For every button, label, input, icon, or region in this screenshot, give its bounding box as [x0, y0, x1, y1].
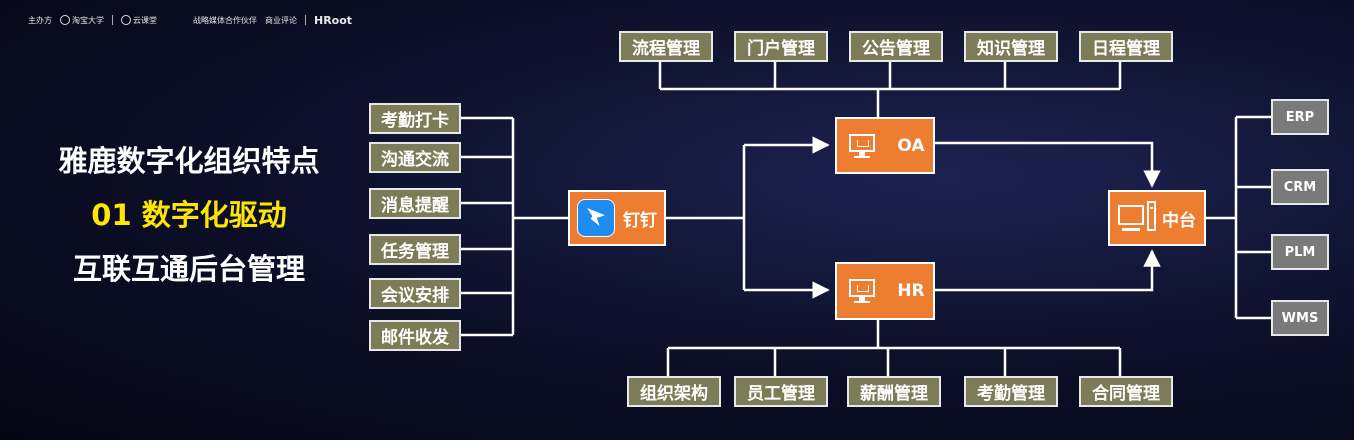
node-crm: CRM — [1271, 169, 1329, 205]
node-dingtalk: 钉钉 — [568, 190, 666, 246]
host-logo-cloud-classroom: 云课堂 — [121, 15, 157, 26]
arrow-oa-to-middle — [935, 141, 1161, 188]
node-plm: PLM — [1271, 234, 1329, 270]
node-email: 邮件收发 — [369, 320, 461, 351]
host-logo-taobao-university: 淘宝大学 — [60, 15, 104, 26]
node-employee-management: 员工管理 — [734, 376, 828, 407]
node-contract-management: 合同管理 — [1079, 376, 1173, 407]
node-wms: WMS — [1271, 300, 1329, 336]
divider — [112, 15, 113, 25]
node-org-structure: 组织架构 — [627, 376, 721, 407]
node-middle-platform: 中台 — [1108, 190, 1206, 246]
node-attendance-checkin: 考勤打卡 — [369, 103, 461, 134]
sponsor-bar: 主办方 淘宝大学 云课堂 战略媒体合作伙伴 商业评论 HRoot — [28, 12, 352, 28]
title-line-1: 雅鹿数字化组织特点 — [58, 144, 320, 178]
node-portal-management: 门户管理 — [734, 31, 828, 62]
slide-title: 雅鹿数字化组织特点 01 数字化驱动 互联互通后台管理 — [24, 138, 354, 292]
node-process-management: 流程管理 — [619, 31, 713, 62]
partner-logo-hroot: HRoot — [314, 13, 353, 27]
title-line-3: 互联互通后台管理 — [72, 252, 305, 286]
partner-label: 战略媒体合作伙伴 — [193, 15, 257, 25]
node-erp: ERP — [1271, 99, 1329, 135]
node-meeting-arrangement: 会议安排 — [369, 278, 461, 309]
node-task-management: 任务管理 — [369, 234, 461, 265]
taobao-university-logo-icon — [60, 15, 70, 25]
arrow-hr-to-middle — [935, 249, 1161, 292]
divider — [305, 15, 306, 25]
dingtalk-icon — [577, 199, 615, 237]
partner-logo-business-review: 商业评论 — [265, 15, 297, 25]
cloud-classroom-logo-icon — [121, 15, 131, 25]
node-payroll-management: 薪酬管理 — [847, 376, 941, 407]
node-communication: 沟通交流 — [369, 142, 461, 173]
node-attendance-management: 考勤管理 — [964, 376, 1058, 407]
computer-icon — [1118, 201, 1158, 235]
node-schedule-management: 日程管理 — [1079, 31, 1173, 62]
monitor-icon — [845, 277, 881, 305]
node-knowledge-management: 知识管理 — [964, 31, 1058, 62]
host-label: 主办方 — [28, 15, 52, 25]
monitor-icon — [845, 132, 881, 160]
node-oa: OA — [835, 117, 935, 174]
node-message-reminder: 消息提醒 — [369, 188, 461, 219]
title-line-2: 01 数字化驱动 — [91, 198, 287, 232]
node-hr: HR — [835, 262, 935, 320]
node-notice-management: 公告管理 — [849, 31, 943, 62]
